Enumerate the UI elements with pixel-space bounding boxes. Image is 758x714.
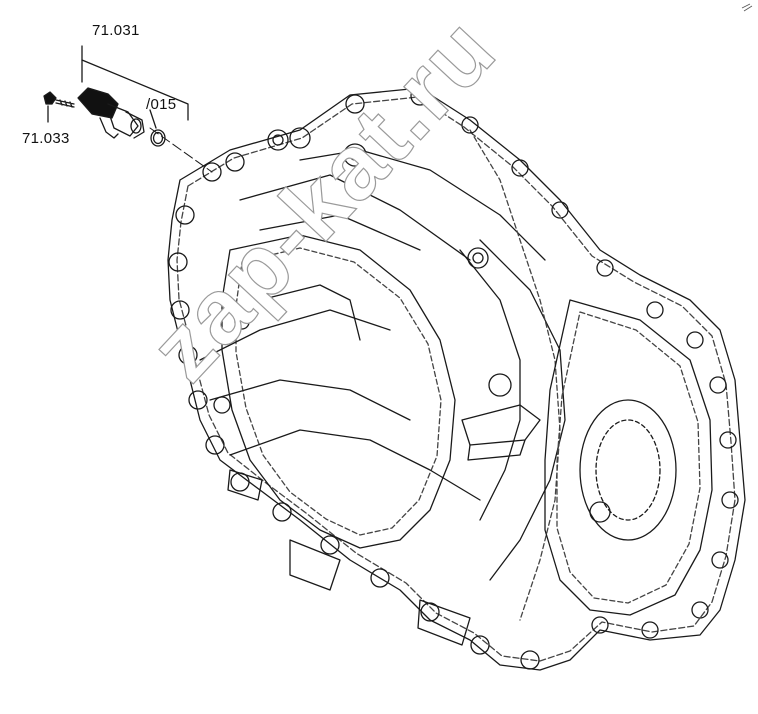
mid-boss-1 [488,373,512,397]
internal-rib-5 [209,379,411,421]
mid-boss-2 [589,501,611,523]
speed-sensor [77,87,145,139]
gear-case-bolt-bosses [461,116,739,639]
lower-cutout-2 [417,599,471,646]
flange-bolt-bosses [168,86,540,670]
lower-cutout-1 [289,539,341,591]
sensor-mount-boss [202,162,222,182]
mid-boss-3 [213,396,231,414]
gear-case-face [544,299,713,616]
callout-seal-ring: /015 [146,96,177,113]
callout-bolt: 71.033 [22,130,70,147]
callout-sensor: 71.031 [92,22,140,39]
leader-sensor [81,45,189,121]
top-port-3-inner [472,252,484,264]
internal-rib-10 [469,129,561,621]
top-port-1 [267,129,289,151]
top-port-2 [343,143,367,167]
mounting-bolt [43,91,75,108]
housing-outline [167,87,746,671]
internal-rib-3 [299,149,546,261]
leader-seal [149,109,157,129]
internal-rib-8 [459,249,521,521]
corner-mark [741,3,753,12]
assembly-axis [149,127,213,173]
mounting-tab-edge [467,439,526,461]
internal-rib-6 [229,429,481,501]
gear-case-face-dashed [556,311,701,604]
gear-case-bore-inner [595,419,661,521]
internal-rib-2 [259,214,421,251]
top-port-3 [467,247,489,269]
mid-boss-4 [234,314,250,330]
top-port-2-inner [349,149,361,161]
internal-rib-4 [199,309,391,361]
seal-ring [150,129,166,147]
internal-rib-9 [479,239,566,581]
gear-case-bore [579,399,677,541]
internal-rib-7 [259,284,361,341]
seal-ring-inner [152,131,164,145]
bellhousing-opening [221,234,456,549]
internal-rib-1 [239,174,471,261]
housing-outline-dashed [176,96,736,662]
top-port-1-inner [272,134,284,146]
lower-cutout-3 [227,469,263,501]
bellhousing-opening-dashed [235,247,442,536]
mounting-tab [461,404,541,446]
